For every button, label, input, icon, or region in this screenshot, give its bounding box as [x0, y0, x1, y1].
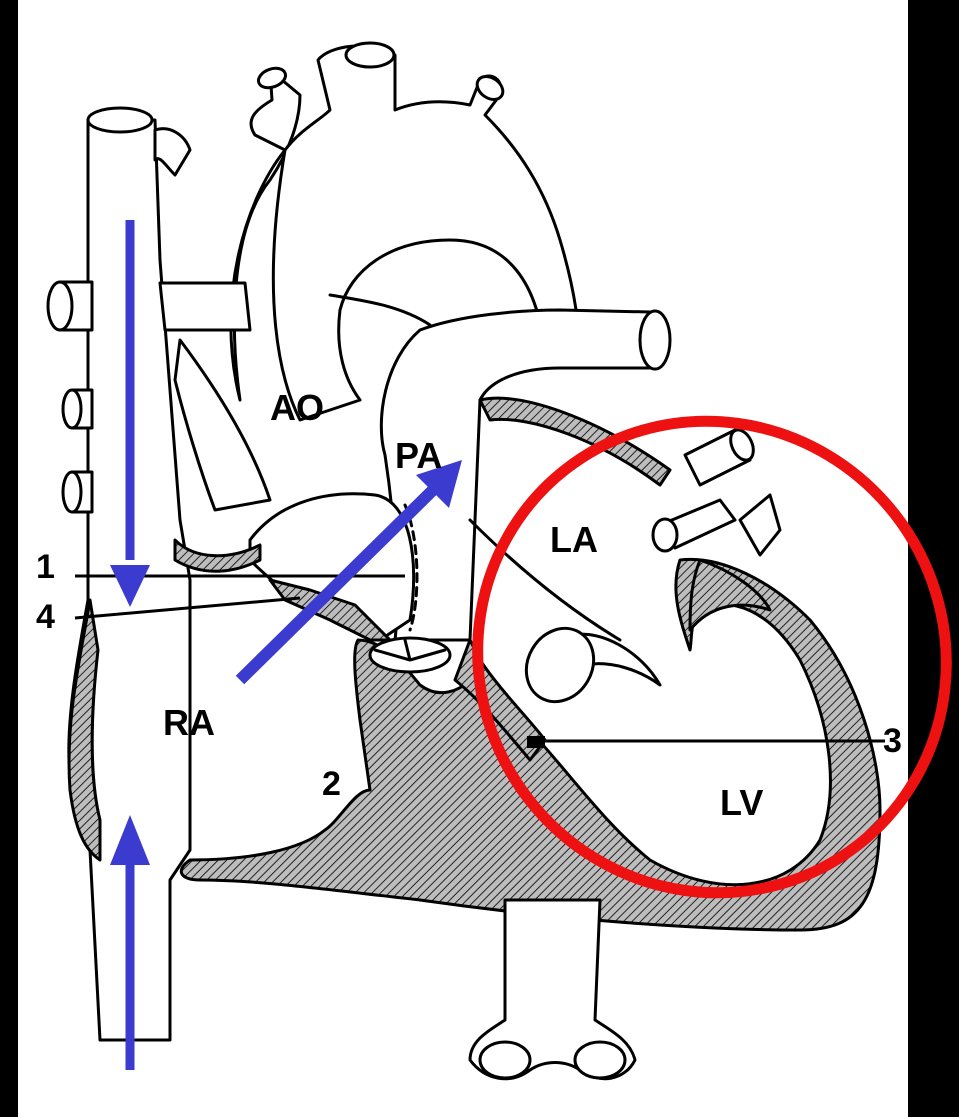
label-3: 3: [883, 722, 902, 760]
label-4: 4: [36, 598, 55, 636]
right-pulmonary-veins: [48, 282, 92, 512]
label-ra: RA: [163, 702, 215, 743]
label-1: 1: [36, 548, 55, 586]
descending-aorta: [470, 900, 635, 1079]
valve-leaflets: [370, 638, 450, 672]
label-2: 2: [322, 765, 341, 803]
label-pa: PA: [395, 435, 442, 476]
label-lv: LV: [720, 782, 763, 823]
label-ao: AO: [270, 387, 324, 428]
label-la: LA: [550, 519, 598, 560]
measurement-marker: [527, 736, 545, 748]
